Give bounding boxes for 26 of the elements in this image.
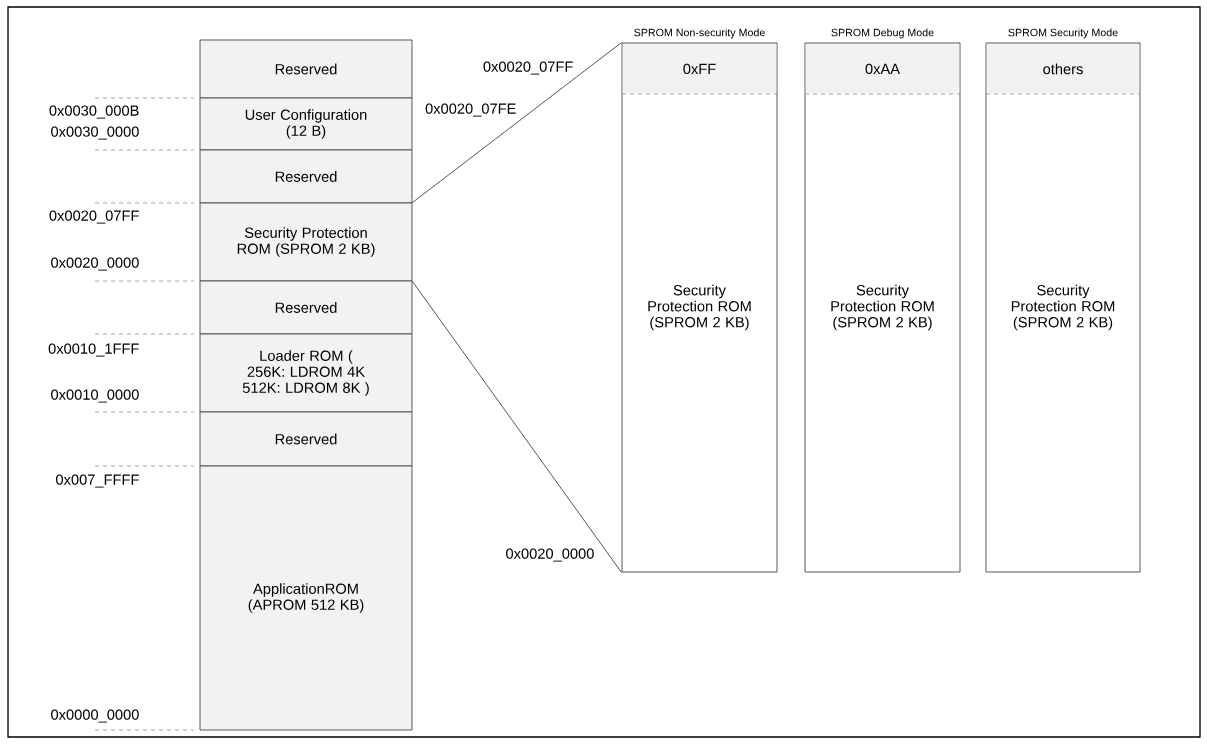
address-label: 0x007_FFFF [56,474,139,488]
address-label: 0x0020_0000 [506,548,594,562]
column-title: SPROM Debug Mode [831,28,934,39]
column-title: SPROM Non-security Mode [634,28,765,39]
zoom-line [412,42,622,203]
address-label: 0x0010_1FFF [48,343,139,357]
zoom-line [412,281,622,573]
memory-block: Security Protection ROM (SPROM 2 KB) [199,202,413,282]
mode-value-cell: 0xFF [621,44,778,95]
address-label: 0x0020_07FF [49,210,139,224]
address-label: 0x0020_07FE [425,103,516,117]
memory-block: Loader ROM ( 256K: LDROM 4K 512K: LDROM 8K ) [199,333,413,413]
column-title: SPROM Security Mode [1008,28,1118,39]
mode-value-cell: others [985,44,1141,95]
address-label: 0x0030_0000 [51,126,139,140]
address-label: 0x0000_0000 [51,709,139,723]
address-label: 0x0020_07FF [483,61,573,75]
address-label: 0x0020_0000 [51,257,139,271]
memory-block: Reserved [199,39,413,99]
mode-value-cell: 0xAA [804,44,961,95]
memory-block: Reserved [199,149,413,204]
address-label: 0x0010_0000 [51,389,139,403]
memory-block: Reserved [199,280,413,335]
address-label: 0x0030_000B [49,105,139,119]
memory-block: Reserved [199,411,413,467]
memory-block: User Configuration (12 B) [199,97,413,151]
